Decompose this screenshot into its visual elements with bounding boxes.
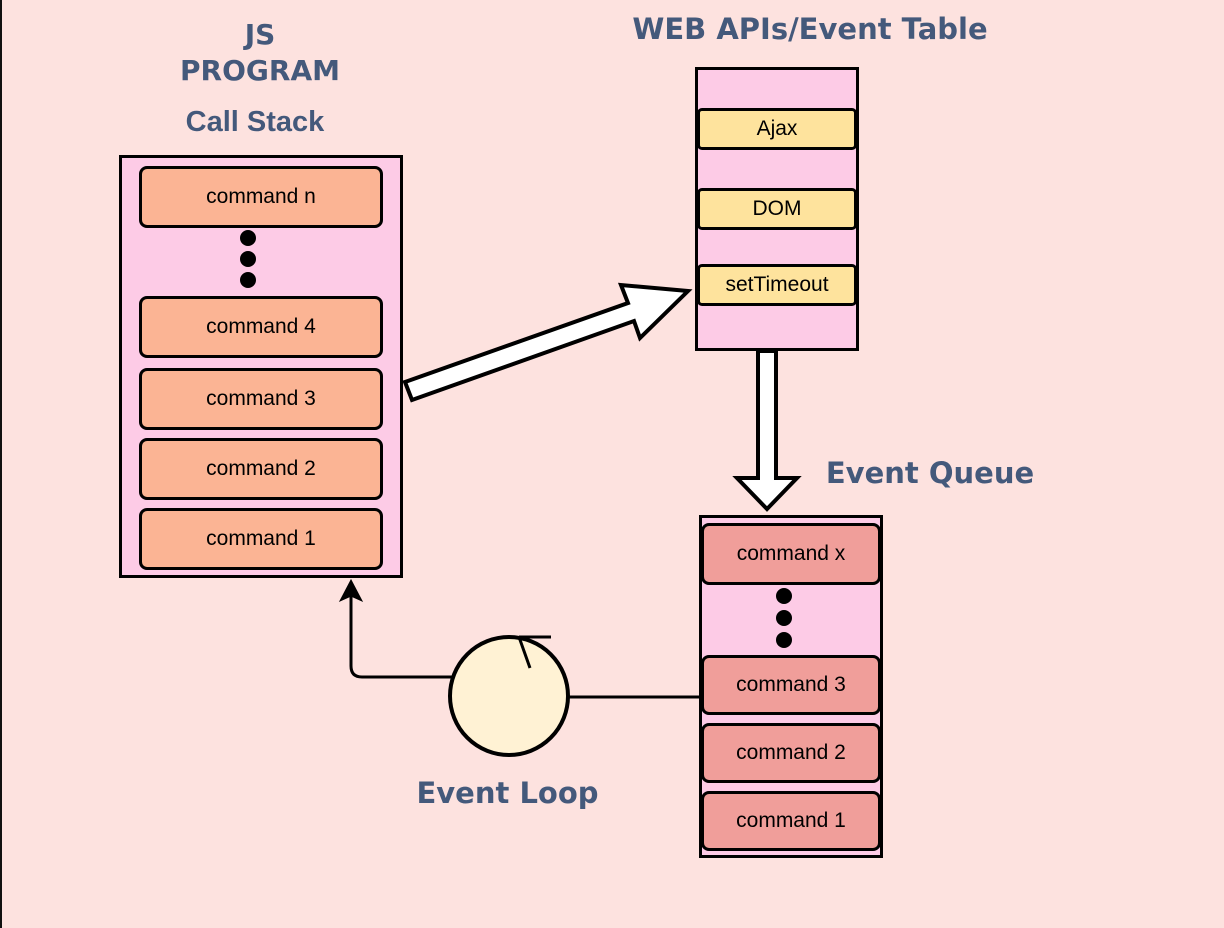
- event-loop-circle: [448, 635, 570, 757]
- ellipsis-dot: [776, 588, 792, 604]
- block-arrow-to-web-apis: [402, 282, 693, 403]
- call-stack-item: command 2: [139, 438, 383, 500]
- ellipsis-dot: [240, 230, 256, 246]
- call-stack-item: command 4: [139, 296, 383, 358]
- call-stack-item: command 3: [139, 368, 383, 430]
- arrowhead-icon: [338, 578, 364, 603]
- web-api-item: Ajax: [697, 108, 857, 150]
- left-border: [0, 0, 2, 928]
- event-loop-indicator-hand: [517, 636, 532, 669]
- event-queue-item: command 3: [701, 655, 881, 715]
- ellipsis-dot: [240, 251, 256, 267]
- web-apis-title: WEB APIs/Event Table: [632, 12, 988, 46]
- js-title-line2: PROGRAM: [180, 54, 340, 87]
- loop-to-stack-arrow: [349, 596, 453, 679]
- event-queue-item: command x: [701, 523, 881, 585]
- call-stack-item: command n: [139, 166, 383, 228]
- call-stack-title: Call Stack: [185, 106, 325, 138]
- web-api-item: setTimeout: [697, 264, 857, 306]
- event-queue-item: command 2: [701, 723, 881, 783]
- call-stack-item: command 1: [139, 508, 383, 570]
- web-api-item: DOM: [697, 188, 857, 230]
- ellipsis-dot: [776, 610, 792, 626]
- js-title-line1: JS: [244, 18, 276, 51]
- block-arrow-to-event-queue: [732, 349, 802, 512]
- event-queue-title: Event Queue: [825, 456, 1035, 490]
- ellipsis-dot: [776, 632, 792, 648]
- ellipsis-dot: [240, 272, 256, 288]
- event-queue-item: command 1: [701, 791, 881, 851]
- event-loop-title: Event Loop: [416, 776, 599, 810]
